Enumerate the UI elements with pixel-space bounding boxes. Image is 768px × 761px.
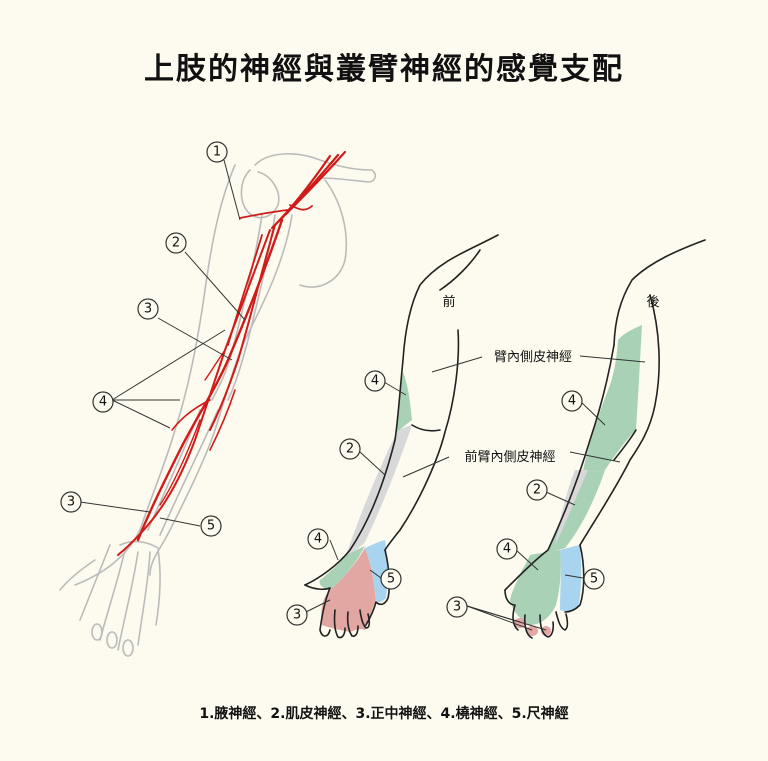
marker-4-front-upper: 4 xyxy=(364,370,386,392)
svg-text:4: 4 xyxy=(568,394,576,409)
marker-4-back-upper: 4 xyxy=(561,390,583,412)
svg-text:5: 5 xyxy=(590,572,598,587)
marker-3-front: 3 xyxy=(286,604,308,626)
marker-4-skeletal: 4 xyxy=(92,391,114,413)
back-region-radial-forearm xyxy=(546,470,605,554)
marker-4-front-lower: 4 xyxy=(307,528,329,550)
svg-text:2: 2 xyxy=(533,483,541,498)
front-region-radial-hand xyxy=(319,546,365,590)
front-region-radial-upper xyxy=(397,372,412,432)
marker-2-skeletal: 2 xyxy=(165,232,187,254)
marker-2-back: 2 xyxy=(526,479,548,501)
marker-1-skeletal: 1 xyxy=(206,141,228,163)
label-back: 後 xyxy=(646,295,659,310)
svg-text:3: 3 xyxy=(293,608,301,623)
back-region-median-tip-1 xyxy=(514,618,526,628)
back-region-radial-hand xyxy=(510,550,561,625)
marker-4-back-lower: 4 xyxy=(496,538,518,560)
label-front: 前 xyxy=(442,294,455,310)
legend: 1.腋神經、2.肌皮神經、3.正中神經、4.橈神經、5.尺神經 xyxy=(199,706,569,722)
label-medial-antebrachial-cutaneous: 前臂內側皮神經 xyxy=(464,449,555,465)
svg-text:5: 5 xyxy=(387,572,395,587)
svg-text:5: 5 xyxy=(207,519,215,534)
svg-text:4: 4 xyxy=(314,532,322,547)
front-arm xyxy=(304,234,499,639)
svg-text:4: 4 xyxy=(503,542,511,557)
marker-3-skeletal-upper: 3 xyxy=(137,298,159,320)
number-markers: 1 2 3 4 3 5 4 2 4 5 3 4 2 4 5 3 xyxy=(60,141,605,626)
front-region-ulnar xyxy=(365,540,388,603)
svg-text:3: 3 xyxy=(453,600,461,615)
front-leaders xyxy=(305,356,483,613)
back-region-ulnar xyxy=(560,545,582,612)
label-medial-brachial-cutaneous: 臂內側皮神經 xyxy=(494,350,572,365)
back-arm xyxy=(504,239,706,639)
svg-text:4: 4 xyxy=(99,395,107,410)
marker-5-skeletal: 5 xyxy=(200,515,222,537)
marker-5-front: 5 xyxy=(380,568,402,590)
back-region-radial-upper xyxy=(583,325,642,472)
brachial-plexus-nerves xyxy=(117,150,347,556)
marker-3-skeletal-lower: 3 xyxy=(60,491,82,513)
svg-text:3: 3 xyxy=(144,302,152,317)
marker-5-back: 5 xyxy=(583,568,605,590)
svg-text:2: 2 xyxy=(172,236,180,251)
back-region-musculocutaneous xyxy=(555,470,588,545)
svg-text:3: 3 xyxy=(67,495,75,510)
skeletal-leaders xyxy=(79,159,246,527)
marker-2-front: 2 xyxy=(339,438,361,460)
svg-text:1: 1 xyxy=(213,145,221,160)
marker-3-back: 3 xyxy=(446,596,468,618)
svg-text:2: 2 xyxy=(346,442,354,457)
page-title: 上肢的神經與叢臂神經的感覺支配 xyxy=(144,52,624,87)
back-leaders xyxy=(466,355,646,631)
svg-text:4: 4 xyxy=(371,374,379,389)
